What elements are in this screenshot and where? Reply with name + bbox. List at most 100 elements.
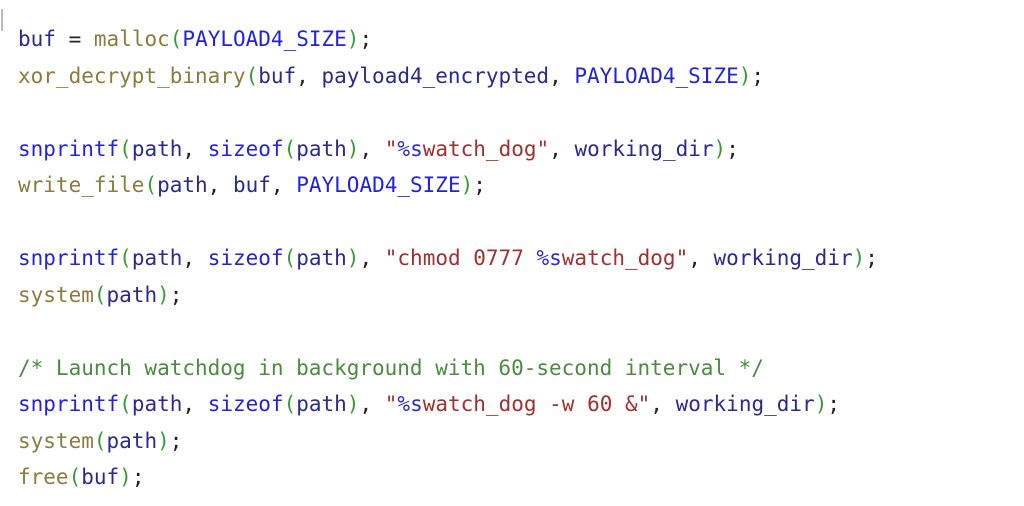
code-line[interactable]: snprintf(path, sizeof(path), "chmod 0777… bbox=[18, 240, 878, 277]
token-variable: working_dir bbox=[574, 136, 714, 161]
token-string: "chmod 0777 bbox=[384, 246, 537, 270]
token-paren: ) bbox=[460, 173, 474, 197]
token-paren: ) bbox=[346, 136, 360, 161]
token-paren: ) bbox=[814, 392, 828, 416]
token-paren: ) bbox=[157, 428, 170, 453]
token-plain bbox=[562, 137, 575, 161]
token-paren: ) bbox=[157, 282, 170, 307]
token-plain bbox=[372, 137, 385, 161]
token-function: system bbox=[18, 428, 94, 453]
token-builtin: snprintf bbox=[18, 392, 120, 416]
code-line[interactable]: free(buf); bbox=[18, 459, 878, 496]
token-plain bbox=[663, 392, 676, 416]
token-punctuation: ; bbox=[751, 63, 765, 88]
token-plain bbox=[372, 246, 385, 270]
token-plain bbox=[220, 173, 233, 197]
token-format: %s bbox=[397, 136, 423, 161]
token-variable: buf bbox=[81, 465, 120, 489]
code-line[interactable]: xor_decrypt_binary(buf, payload4_encrypt… bbox=[18, 58, 878, 95]
code-line[interactable]: write_file(path, buf, PAYLOAD4_SIZE); bbox=[18, 167, 878, 204]
token-punctuation: , bbox=[296, 63, 309, 88]
token-constant: PAYLOAD4_SIZE bbox=[296, 173, 461, 197]
token-punctuation: ; bbox=[169, 282, 183, 307]
token-paren: ) bbox=[713, 136, 727, 161]
token-paren: ) bbox=[738, 63, 752, 88]
token-punctuation: , bbox=[688, 246, 701, 270]
token-function: system bbox=[18, 282, 94, 307]
token-paren: ( bbox=[93, 282, 107, 307]
token-plain bbox=[701, 246, 714, 270]
token-punctuation: , bbox=[549, 63, 562, 88]
token-variable: path bbox=[296, 246, 347, 270]
token-builtin: sizeof bbox=[207, 392, 284, 416]
code-line[interactable]: buf = malloc(PAYLOAD4_SIZE); bbox=[18, 21, 878, 58]
token-operator: = bbox=[68, 27, 82, 51]
token-punctuation: , bbox=[182, 246, 196, 270]
token-punctuation: ; bbox=[827, 392, 840, 416]
token-punctuation: , bbox=[359, 246, 373, 270]
token-paren: ( bbox=[119, 392, 132, 416]
token-builtin: snprintf bbox=[18, 136, 120, 161]
token-variable: path bbox=[131, 392, 183, 416]
token-variable: path bbox=[131, 136, 183, 161]
token-paren: ( bbox=[283, 246, 297, 270]
token-variable: path bbox=[131, 246, 183, 270]
code-line[interactable]: snprintf(path, sizeof(path), "%swatch_do… bbox=[18, 131, 878, 168]
token-paren: ( bbox=[119, 136, 132, 161]
token-plain bbox=[309, 64, 322, 88]
token-punctuation: ; bbox=[865, 246, 878, 270]
token-plain bbox=[195, 392, 208, 416]
token-punctuation: , bbox=[359, 392, 373, 416]
code-line-blank bbox=[18, 204, 878, 241]
token-punctuation: ; bbox=[359, 27, 373, 51]
token-variable: payload4_encrypted bbox=[321, 63, 550, 88]
token-string: watch_dog" bbox=[561, 246, 689, 270]
token-format: %s bbox=[397, 392, 423, 416]
token-variable: working_dir bbox=[675, 392, 815, 416]
token-variable: path bbox=[296, 136, 347, 161]
token-constant: PAYLOAD4_SIZE bbox=[574, 63, 739, 88]
code-line[interactable]: system(path); bbox=[18, 423, 878, 460]
token-punctuation: , bbox=[182, 136, 196, 161]
token-variable: path bbox=[106, 428, 158, 453]
token-string: watch_dog -w 60 &" bbox=[422, 392, 651, 416]
token-paren: ( bbox=[144, 173, 158, 197]
token-format: %s bbox=[536, 246, 562, 270]
token-paren: ( bbox=[119, 246, 132, 270]
token-variable: path bbox=[157, 173, 208, 197]
token-plain bbox=[195, 137, 208, 161]
token-function: write_file bbox=[18, 173, 145, 197]
token-builtin: sizeof bbox=[207, 246, 284, 270]
token-punctuation: , bbox=[549, 136, 562, 161]
token-variable: path bbox=[106, 282, 158, 307]
token-paren: ( bbox=[169, 27, 183, 51]
token-plain bbox=[372, 392, 385, 416]
token-plain bbox=[56, 27, 69, 51]
token-punctuation: , bbox=[182, 392, 196, 416]
token-punctuation: , bbox=[650, 392, 663, 416]
token-paren: ( bbox=[283, 392, 297, 416]
token-paren: ( bbox=[68, 465, 82, 489]
code-line[interactable]: snprintf(path, sizeof(path), "%swatch_do… bbox=[18, 386, 878, 423]
token-builtin: snprintf bbox=[18, 246, 120, 270]
token-punctuation: ; bbox=[169, 428, 183, 453]
text-caret bbox=[1, 9, 3, 31]
token-paren: ) bbox=[346, 27, 360, 51]
token-function: xor_decrypt_binary bbox=[18, 63, 246, 88]
token-variable: working_dir bbox=[713, 246, 853, 270]
token-function: free bbox=[18, 465, 69, 489]
caret-line bbox=[0, 0, 1024, 37]
code-line-blank bbox=[18, 313, 878, 350]
token-paren: ) bbox=[346, 246, 360, 270]
token-paren: ( bbox=[245, 63, 259, 88]
token-comment: /* Launch watchdog in background with 60… bbox=[18, 355, 764, 380]
code-content[interactable]: buf = malloc(PAYLOAD4_SIZE);xor_decrypt_… bbox=[18, 21, 878, 496]
code-line[interactable]: system(path); bbox=[18, 277, 878, 314]
code-line[interactable]: /* Launch watchdog in background with 60… bbox=[18, 350, 878, 387]
code-line-blank bbox=[18, 94, 878, 131]
token-plain bbox=[284, 173, 297, 197]
token-variable: buf bbox=[232, 173, 271, 197]
token-paren: ( bbox=[283, 136, 297, 161]
token-punctuation: ; bbox=[726, 136, 739, 161]
